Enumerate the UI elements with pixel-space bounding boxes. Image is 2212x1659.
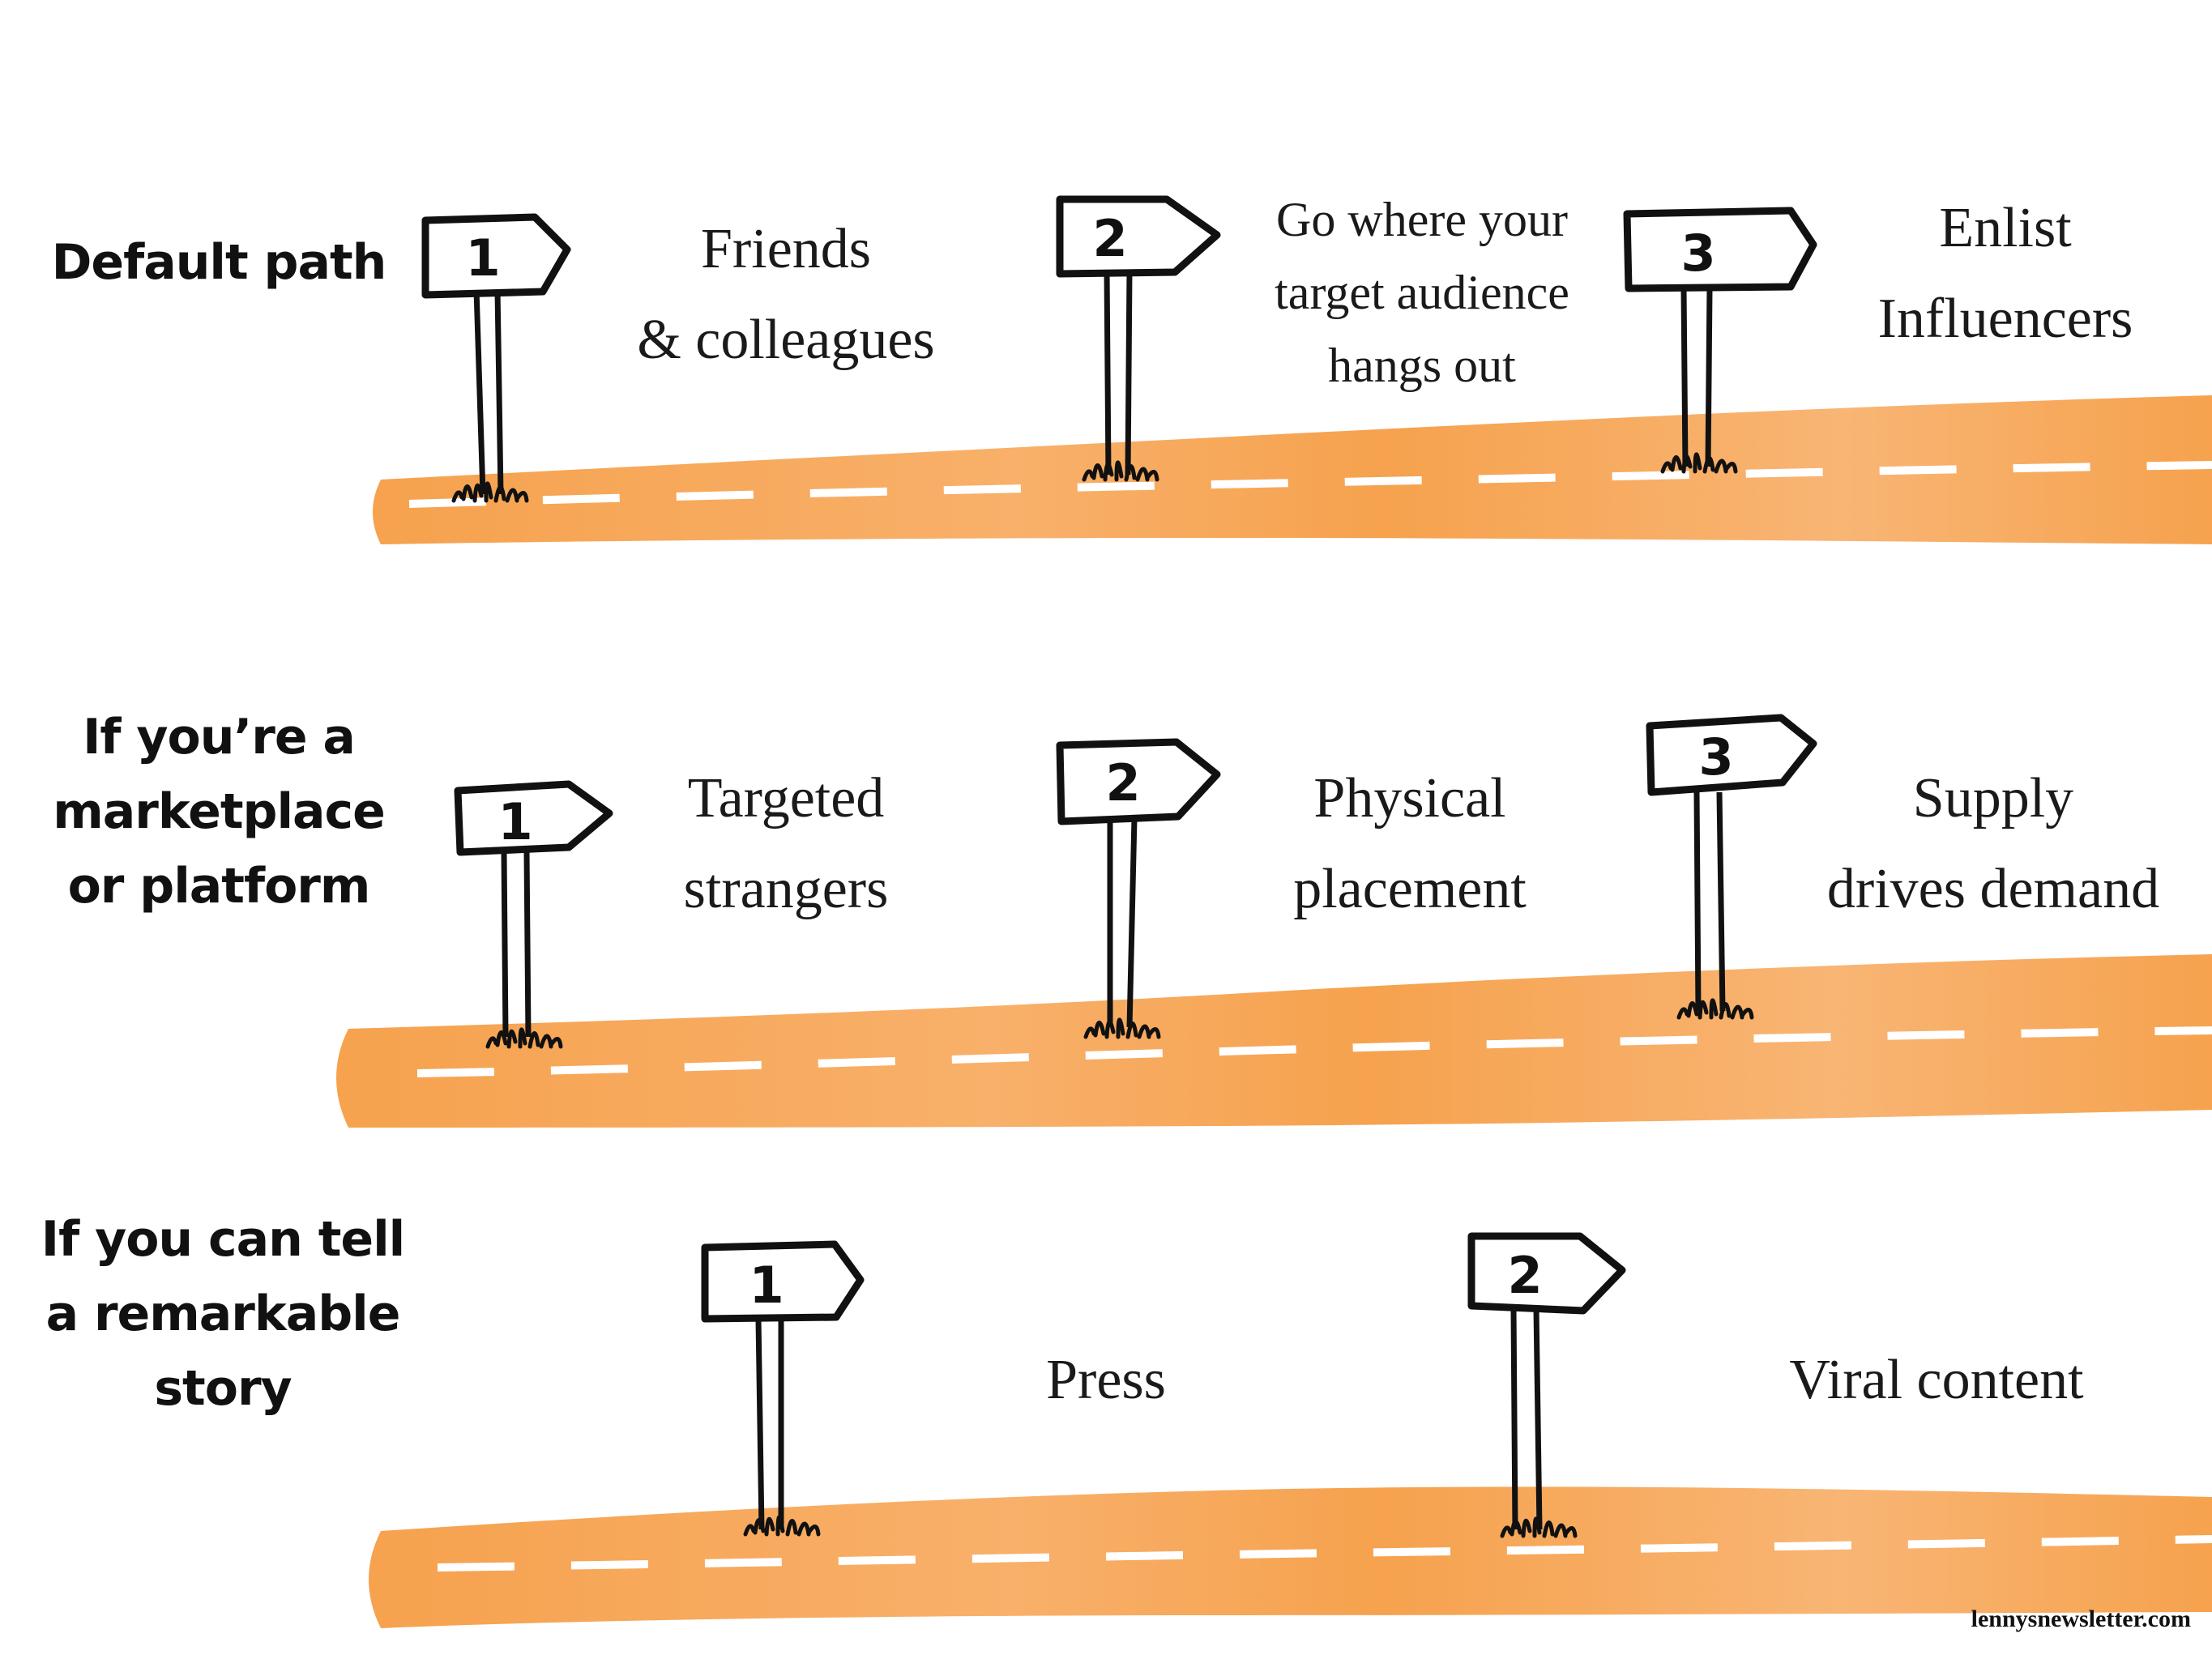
- sign-number: 2: [1092, 209, 1127, 268]
- step-text-row1-1: Friends & colleagues: [600, 204, 972, 386]
- row-1-label: Default path: [49, 225, 389, 300]
- sign-number: 1: [465, 228, 500, 288]
- signpost-row1-2: 2: [1056, 195, 1221, 480]
- label-line: story: [154, 1360, 292, 1417]
- step-text-row1-3: Enlist Influencers: [1823, 183, 2188, 365]
- road-row-3: [369, 1486, 2212, 1628]
- step-line: drives demand: [1826, 858, 2160, 920]
- step-text-row3-1: Press: [944, 1335, 1268, 1426]
- step-line: Influencers: [1877, 288, 2133, 350]
- step-text-row2-1: Targeted strangers: [616, 753, 956, 935]
- label-line: or platform: [67, 858, 371, 915]
- signpost-row2-2: 2: [1056, 738, 1221, 1037]
- step-line: hangs out: [1328, 339, 1516, 392]
- signpost-row1-1: 1: [421, 213, 571, 501]
- label-line: marketplace: [53, 783, 386, 840]
- label-line: If you can tell: [41, 1211, 405, 1268]
- step-text-row2-3: Supply drives demand: [1783, 753, 2204, 935]
- step-line: & colleagues: [637, 309, 935, 371]
- signpost-row3-2: 2: [1467, 1232, 1626, 1536]
- step-line: Targeted: [687, 767, 885, 830]
- signpost-row3-1: 1: [701, 1240, 865, 1534]
- sign-number: 2: [1507, 1246, 1542, 1305]
- step-line: strangers: [683, 858, 889, 920]
- step-text-row2-2: Physical placement: [1240, 753, 1580, 935]
- sign-number: 3: [1698, 727, 1733, 787]
- step-line: placement: [1293, 858, 1527, 920]
- signpost-row2-1: 1: [454, 780, 613, 1047]
- signpost-row2-3: 3: [1646, 714, 1817, 1017]
- road-row-2: [336, 954, 2212, 1128]
- step-line: Enlist: [1939, 197, 2072, 259]
- label-line: If you’re a: [83, 709, 356, 766]
- step-line: target audience: [1275, 266, 1569, 319]
- step-line: Physical: [1313, 767, 1506, 830]
- step-line: Friends: [701, 218, 871, 280]
- road-row-1: [373, 395, 2212, 544]
- sign-number: 3: [1680, 224, 1715, 283]
- row-2-label: If you’re a marketplace or platform: [41, 700, 397, 923]
- step-line: Go where your: [1276, 193, 1568, 246]
- step-line: Viral content: [1789, 1349, 2084, 1411]
- step-line: Supply: [1912, 767, 2074, 830]
- site-credit: lennysnewsletter.com: [1971, 1606, 2191, 1632]
- step-text-row3-2: Viral content: [1718, 1335, 2155, 1426]
- sign-number: 1: [497, 792, 532, 851]
- sign-number: 2: [1105, 753, 1140, 812]
- sign-number: 1: [749, 1256, 784, 1315]
- step-text-row1-2: Go where your target audience hangs out: [1215, 183, 1629, 402]
- row-3-label: If you can tell a remarkable story: [32, 1202, 413, 1426]
- signpost-row1-3: 3: [1623, 207, 1817, 471]
- label-line: Default path: [51, 234, 387, 291]
- step-line: Press: [1046, 1349, 1166, 1411]
- label-line: a remarkable: [45, 1286, 401, 1342]
